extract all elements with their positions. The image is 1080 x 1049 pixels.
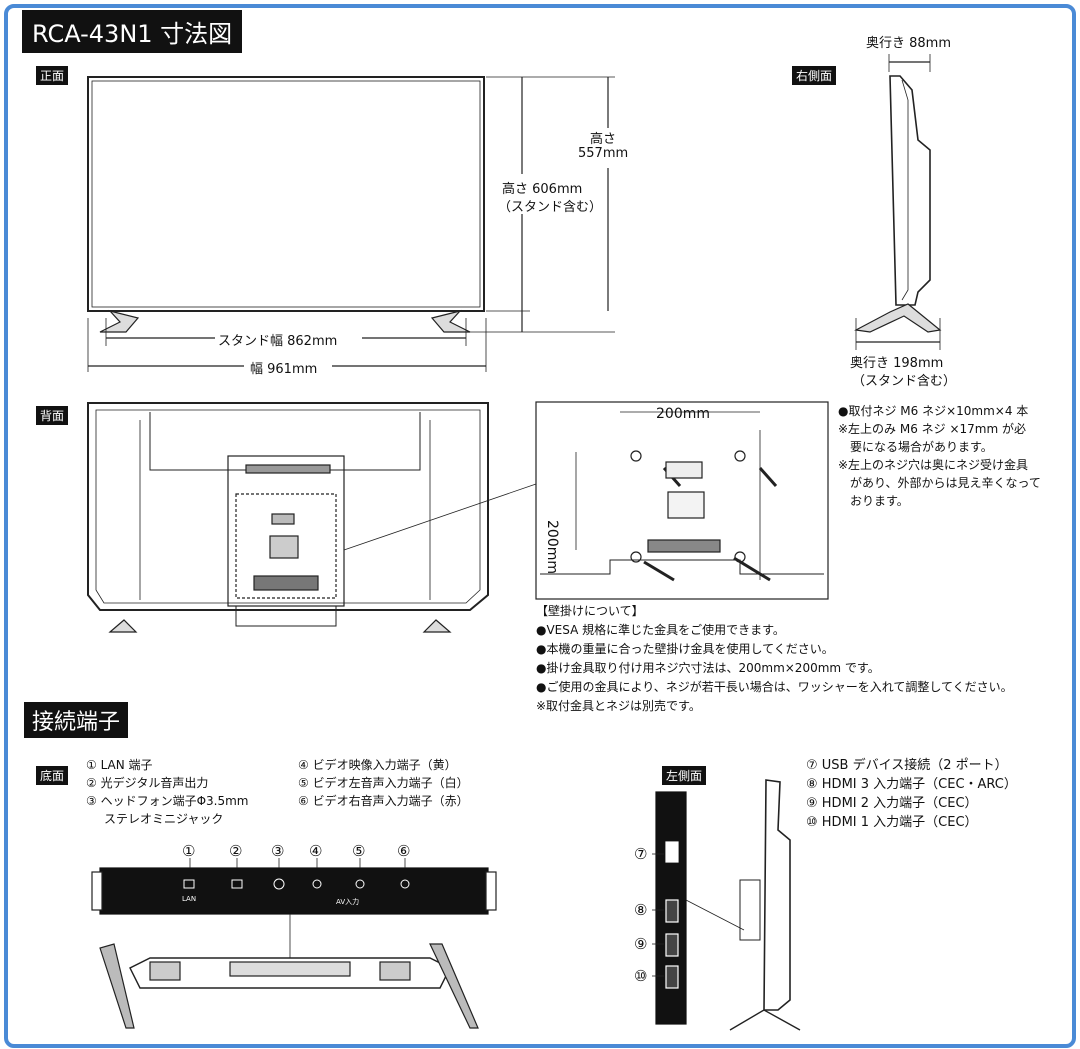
port-number-10: ⑩ [634, 967, 648, 985]
height-stand-note: （スタンド含む） [498, 200, 603, 215]
port-number-9: ⑨ [634, 935, 648, 953]
port-number-6: ⑥ [397, 842, 411, 860]
vesa-horizontal-label: 200mm [656, 406, 710, 422]
back-tag: 背面 [36, 406, 69, 425]
screw-note-line: ※左上のみ M6 ネジ ×17mm が必 [838, 422, 1027, 436]
height-stand-label: 高さ 606mm [502, 182, 583, 197]
screw-note-line: ●取付ネジ M6 ネジ×10mm×4 本 [838, 404, 1029, 418]
port-item: ① LAN 端子 [86, 758, 153, 772]
front-view-tv [87, 76, 485, 333]
port-item: ④ ビデオ映像入力端子（黄） [298, 758, 457, 772]
wall-note-line: 【壁掛けについて】 [536, 604, 644, 618]
screw-notes: ●取付ネジ M6 ネジ×10mm×4 本 ※左上のみ M6 ネジ ×17mm が… [838, 402, 1041, 510]
wall-note-line: ※取付金具とネジは別売です。 [536, 699, 701, 713]
vesa-detail [535, 401, 829, 600]
port-item: ② 光デジタル音声出力 [86, 776, 209, 790]
screw-note-line: 要になる場合があります。 [850, 440, 993, 454]
vesa-vertical-label: 200mm [544, 520, 560, 574]
av-panel-label: AV入力 [336, 898, 360, 906]
port-number-4: ④ [309, 842, 323, 860]
lan-panel-label: LAN [182, 895, 197, 903]
stand-width-label: スタンド幅 862mm [218, 334, 338, 349]
port-item: ⑦ USB デバイス接続（2 ポート） [806, 758, 1008, 773]
port-item: ステレオミニジャック [104, 812, 224, 826]
port-number-8: ⑧ [634, 901, 648, 919]
left-port-list: ⑦ USB デバイス接続（2 ポート） ⑧ HDMI 3 入力端子（CEC・AR… [806, 756, 1017, 832]
wall-note-line: ●掛け金具取り付け用ネジ穴寸法は、200mm×200mm です。 [536, 661, 880, 675]
port-number-5: ⑤ [352, 842, 366, 860]
port-number-1: ① [182, 842, 196, 860]
port-item: ⑧ HDMI 3 入力端子（CEC・ARC） [806, 777, 1017, 792]
height-screen-label: 高さ [590, 132, 617, 147]
wall-mount-notes: 【壁掛けについて】 ●VESA 規格に準じた金具をご使用できます。 ●本機の重量… [536, 602, 1013, 716]
screw-note-line: ※左上のネジ穴は奥にネジ受け金具 [838, 458, 1029, 472]
depth-label: 奥行き 88mm [866, 36, 952, 51]
back-view-tv [87, 402, 537, 633]
depth-stand-note: （スタンド含む） [852, 374, 957, 389]
connectors-heading: 接続端子 [24, 702, 129, 738]
bottom-panel [91, 867, 497, 1029]
right-side-tag: 右側面 [792, 66, 837, 85]
left-side-tag: 左側面 [662, 766, 707, 785]
port-item: ③ ヘッドフォン端子Φ3.5mm [86, 794, 249, 808]
height-screen-value: 557mm [578, 146, 629, 161]
wall-note-line: ●VESA 規格に準じた金具をご使用できます。 [536, 623, 785, 637]
bottom-port-list-1: ① LAN 端子 ② 光デジタル音声出力 ③ ヘッドフォン端子Φ3.5mm ステ… [86, 756, 248, 828]
port-item: ⑤ ビデオ左音声入力端子（白） [298, 776, 469, 790]
page-title: RCA-43N1 寸法図 [22, 10, 243, 53]
port-number-2: ② [229, 842, 243, 860]
wall-note-line: ●本機の重量に合った壁掛け金具を使用してください。 [536, 642, 834, 656]
port-number-3: ③ [271, 842, 285, 860]
left-side-panel [652, 779, 801, 1031]
wall-note-line: ●ご使用の金具により、ネジが若干長い場合は、ワッシャーを入れて調整してください。 [536, 680, 1013, 694]
right-side-view [854, 75, 942, 333]
port-number-7: ⑦ [634, 845, 648, 863]
port-item: ⑥ ビデオ右音声入力端子（赤） [298, 794, 469, 808]
bottom-tag: 底面 [36, 766, 69, 785]
screw-note-line: おります。 [850, 494, 909, 508]
port-item: ⑨ HDMI 2 入力端子（CEC） [806, 796, 978, 811]
bottom-port-list-2: ④ ビデオ映像入力端子（黄） ⑤ ビデオ左音声入力端子（白） ⑥ ビデオ右音声入… [298, 756, 469, 810]
port-item: ⑩ HDMI 1 入力端子（CEC） [806, 815, 978, 830]
width-label: 幅 961mm [250, 362, 318, 377]
screw-note-line: があり、外部からは見え辛くなって [850, 476, 1041, 490]
front-tag: 正面 [36, 66, 69, 85]
depth-stand-label: 奥行き 198mm [850, 356, 944, 371]
